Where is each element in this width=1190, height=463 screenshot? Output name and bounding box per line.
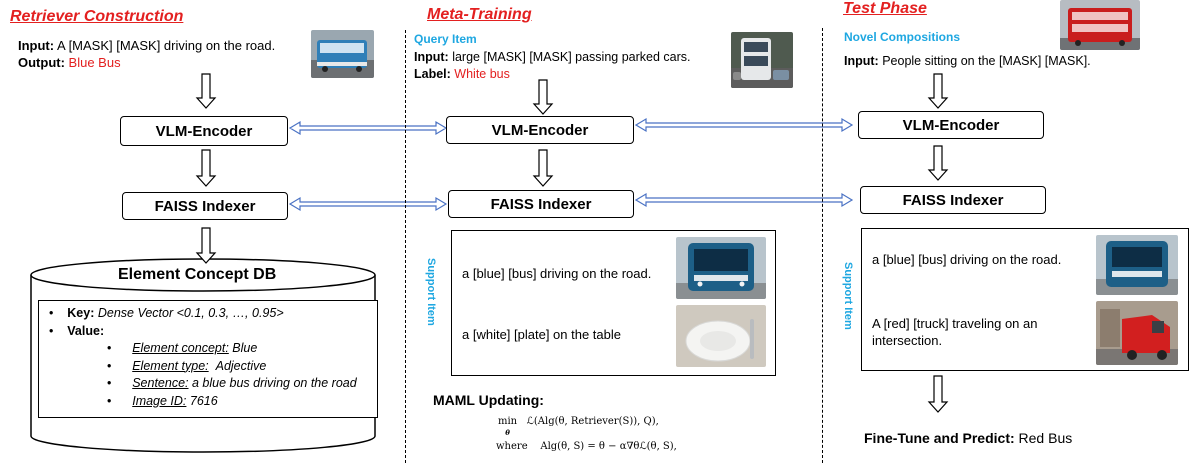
meta-input-label: Input: (414, 50, 449, 64)
down-arrow (532, 79, 554, 115)
red-truck-photo (1096, 301, 1178, 365)
double-arrow (634, 192, 854, 208)
retriever-vlm-encoder-box: VLM-Encoder (120, 116, 288, 146)
final-prediction-value: Red Bus (1018, 430, 1073, 446)
db-sentence-label: Sentence: (132, 376, 189, 390)
meta-label-label: Label: (414, 67, 451, 81)
test-input-text: People sitting on the [MASK] [MASK]. (882, 54, 1091, 68)
maml-min-word: min (498, 416, 518, 427)
test-support-bus-photo (1096, 235, 1178, 295)
white-plate-photo (676, 305, 766, 367)
down-arrow (195, 149, 217, 187)
white-bus-photo (731, 32, 793, 88)
down-arrows (195, 73, 949, 413)
db-key-row: • Key: Dense Vector <0.1, 0.3, …, 0.95> (49, 306, 284, 320)
retriever-output-line: Output: Blue Bus (18, 55, 121, 70)
section-divider-right (822, 28, 823, 463)
maml-line-2: where Alg(θ, S) = θ − α∇θℒ(θ, S), (496, 441, 677, 452)
meta-label-line: Label: White bus (414, 67, 510, 81)
meta-support-text-1: a [blue] [bus] driving on the road. (462, 266, 652, 281)
double-arrow (634, 117, 854, 133)
test-vlm-encoder-box: VLM-Encoder (858, 111, 1044, 139)
test-support-box: a [blue] [bus] driving on the road. A [r… (861, 228, 1189, 371)
red-bus-photo (1060, 0, 1140, 50)
db-key-value: Dense Vector <0.1, 0.3, …, 0.95> (97, 306, 284, 320)
final-prediction-label: Fine-Tune and Predict: (864, 430, 1015, 446)
meta-input-line: Input: large [MASK] [MASK] passing parke… (414, 50, 691, 64)
meta-vlm-encoder-box: VLM-Encoder (446, 116, 634, 144)
test-support-text-2a: A [red] [truck] traveling on an (872, 316, 1038, 331)
meta-faiss-label: FAISS Indexer (490, 195, 592, 213)
retriever-faiss-box: FAISS Indexer (122, 192, 288, 220)
down-arrow (927, 375, 949, 413)
meta-title: Meta-Training (427, 6, 532, 23)
meta-input-text: large [MASK] [MASK] passing parked cars. (452, 50, 691, 64)
final-prediction-line: Fine-Tune and Predict: Red Bus (864, 430, 1072, 446)
bidirectional-arrows (288, 117, 854, 212)
down-arrow (195, 227, 217, 264)
double-arrow (288, 120, 448, 136)
db-value-row: • Value: (49, 323, 105, 338)
down-arrow (927, 145, 949, 181)
maml-objective: ℒ(Alg(θ, Retriever(S)), Q), (526, 416, 659, 427)
test-support-label: Support Item (842, 262, 854, 330)
maml-where: where (496, 441, 528, 452)
db-type-row: • Element type: Adjective (107, 358, 267, 373)
meta-support-text-2: a [white] [plate] on the table (462, 327, 621, 342)
meta-support-box: a [blue] [bus] driving on the road. a [w… (451, 230, 776, 376)
db-sentence-row: • Sentence: a blue bus driving on the ro… (107, 376, 357, 390)
retriever-output-label: Output: (18, 55, 65, 70)
maml-title: MAML Updating: (433, 392, 544, 408)
maml-line-1: min θ ℒ(Alg(θ, Retriever(S)), Q), (498, 416, 659, 438)
db-type-value: Adjective (215, 358, 267, 373)
meta-faiss-box: FAISS Indexer (448, 190, 634, 218)
blue-bus-photo (311, 30, 374, 78)
retriever-title: Retriever Construction (10, 8, 184, 25)
retriever-input-line: Input: A [MASK] [MASK] driving on the ro… (18, 38, 275, 53)
double-arrow (288, 196, 448, 212)
db-concept-label: Element concept: (132, 341, 229, 355)
db-image-value: 7616 (189, 393, 218, 408)
test-support-text-1: a [blue] [bus] driving on the road. (872, 252, 1062, 267)
meta-label-text: White bus (454, 67, 510, 81)
db-entry-list: • Key: Dense Vector <0.1, 0.3, …, 0.95> … (39, 301, 377, 410)
db-type-label: Element type: (132, 358, 209, 373)
maml-update-rule: Alg(θ, S) = θ − α∇θℒ(θ, S), (540, 441, 677, 452)
db-image-label: Image ID: (132, 393, 187, 408)
down-arrow (927, 73, 949, 109)
db-image-row: • Image ID: 7616 (107, 393, 218, 408)
meta-vlm-encoder-label: VLM-Encoder (491, 121, 589, 139)
meta-support-label: Support Item (425, 258, 437, 326)
down-arrow (195, 73, 217, 109)
db-value-label: Value: (67, 323, 105, 338)
db-entry-box: • Key: Dense Vector <0.1, 0.3, …, 0.95> … (38, 300, 378, 418)
retriever-input-text: A [MASK] [MASK] driving on the road. (57, 38, 276, 53)
retriever-input-label: Input: (18, 38, 55, 53)
retriever-faiss-label: FAISS Indexer (154, 197, 256, 215)
retriever-output-text: Blue Bus (68, 55, 121, 70)
retriever-vlm-encoder-label: VLM-Encoder (155, 122, 253, 140)
test-support-text-2b: intersection. (872, 333, 943, 348)
maml-min-op: min θ (498, 416, 517, 438)
db-sentence-value: a blue bus driving on the road (192, 376, 357, 390)
down-arrow (532, 149, 554, 187)
test-input-label: Input: (844, 54, 879, 68)
query-item-heading: Query Item (414, 32, 477, 46)
maml-min-sub: θ (505, 428, 510, 437)
test-title: Test Phase (843, 0, 927, 17)
db-concept-value: Blue (232, 341, 258, 355)
test-faiss-box: FAISS Indexer (860, 186, 1046, 214)
db-concept-row: • Element concept: Blue (107, 341, 258, 355)
db-key-label: Key: (67, 306, 95, 320)
test-input-line: Input: People sitting on the [MASK] [MAS… (844, 54, 1091, 68)
db-title: Element Concept DB (118, 266, 277, 283)
support-bus-photo (676, 237, 766, 299)
section-divider-left (405, 30, 406, 463)
novel-compositions-heading: Novel Compositions (844, 30, 961, 44)
test-faiss-label: FAISS Indexer (902, 191, 1004, 209)
test-vlm-encoder-label: VLM-Encoder (902, 116, 1000, 134)
